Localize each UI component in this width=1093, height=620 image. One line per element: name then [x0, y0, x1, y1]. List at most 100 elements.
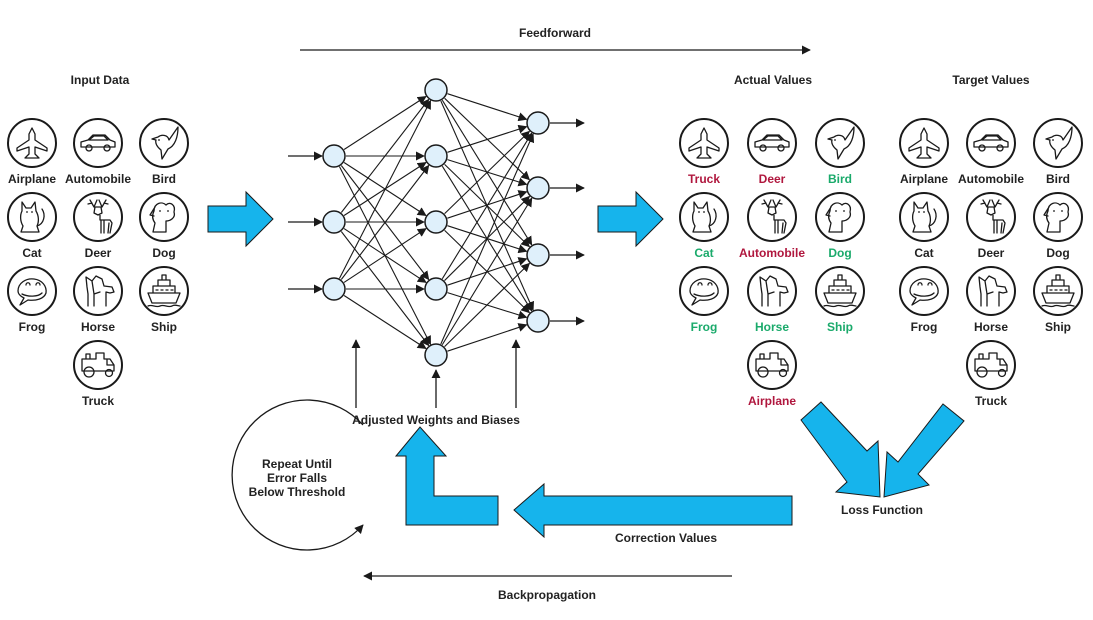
cat-icon — [911, 201, 937, 233]
horse-icon — [978, 275, 1008, 307]
connection — [447, 93, 528, 122]
connection — [444, 130, 531, 215]
icon-circle — [747, 118, 797, 168]
target-item: Dog — [1033, 192, 1083, 260]
connection — [441, 197, 533, 346]
network-connections — [338, 93, 535, 352]
input-item: Automobile — [65, 118, 131, 186]
item-label: Dog — [828, 246, 851, 260]
dog-icon — [825, 202, 852, 233]
neuron-layer-3 — [526, 243, 550, 267]
neural-network — [288, 78, 585, 367]
item-label: Ship — [151, 320, 177, 334]
input-item: Ship — [139, 266, 189, 334]
item-label: Dog — [152, 246, 175, 260]
connection — [340, 164, 430, 280]
icon-circle — [815, 192, 865, 242]
neuron-layer-2 — [424, 277, 448, 301]
input-item: Horse — [73, 266, 123, 334]
airplane-icon — [908, 127, 940, 159]
icon-circle — [899, 118, 949, 168]
input-item: Airplane — [7, 118, 57, 186]
airplane-icon — [16, 127, 48, 159]
item-label: Bird — [828, 172, 852, 186]
item-label: Bird — [152, 172, 176, 186]
icon-circle — [7, 266, 57, 316]
bird-icon — [827, 126, 855, 160]
icon-circle — [139, 266, 189, 316]
return-to-weights-arrow — [394, 426, 499, 526]
connection — [343, 228, 427, 283]
icon-circle — [1033, 118, 1083, 168]
input-item: Bird — [139, 118, 189, 186]
automobile-icon — [80, 134, 116, 152]
icon-circle — [139, 118, 189, 168]
icon-circle — [815, 266, 865, 316]
icon-circle — [747, 192, 797, 242]
ship-icon — [1041, 274, 1075, 308]
neuron-layer-2 — [424, 78, 448, 102]
deer-icon — [761, 199, 787, 234]
actual-item: Frog — [679, 266, 729, 334]
target-item: Truck — [966, 340, 1016, 408]
connection — [447, 124, 528, 153]
icon-circle — [815, 118, 865, 168]
automobile-icon — [754, 134, 790, 152]
automobile-icon — [973, 134, 1009, 152]
neuron-layer-3 — [526, 176, 550, 200]
icon-circle — [139, 192, 189, 242]
icon-circle — [73, 192, 123, 242]
target-item: Ship — [1033, 266, 1083, 334]
connection — [444, 262, 531, 347]
icon-circle — [7, 192, 57, 242]
icon-circle — [966, 266, 1016, 316]
item-label: Airplane — [8, 172, 56, 186]
connection — [343, 295, 427, 349]
neuron-layer-3 — [526, 309, 550, 333]
target-item: Bird — [1033, 118, 1083, 186]
connection — [447, 323, 528, 352]
icon-circle — [1033, 266, 1083, 316]
backpropagation-label: Backpropagation — [498, 588, 596, 602]
target-item: Automobile — [958, 118, 1024, 186]
neuron-layer-1 — [322, 144, 346, 168]
item-label: Deer — [759, 172, 786, 186]
deer-icon — [87, 199, 113, 234]
target-item: Deer — [966, 192, 1016, 260]
item-label: Truck — [688, 172, 720, 186]
horse-icon — [759, 275, 789, 307]
item-label: Frog — [911, 320, 938, 334]
item-label: Horse — [755, 320, 789, 334]
item-label: Truck — [82, 394, 114, 408]
target-item: Horse — [966, 266, 1016, 334]
icon-circle — [966, 340, 1016, 390]
item-label: Horse — [81, 320, 115, 334]
icon-circle — [747, 266, 797, 316]
item-label: Automobile — [65, 172, 131, 186]
cat-icon — [691, 201, 717, 233]
icon-circle — [1033, 192, 1083, 242]
repeat-line-2: Error Falls — [267, 471, 327, 485]
connection — [340, 98, 430, 213]
neuron-layer-1 — [322, 210, 346, 234]
item-label: Cat — [22, 246, 41, 260]
icon-circle — [7, 118, 57, 168]
deer-icon — [980, 199, 1006, 234]
item-label: Cat — [914, 246, 933, 260]
repeat-line-1: Repeat Until — [262, 457, 332, 471]
airplane-icon — [688, 127, 720, 159]
actual-item: Airplane — [747, 340, 797, 408]
actual-item: Dog — [815, 192, 865, 260]
correction-arrow — [513, 482, 793, 539]
icon-circle — [899, 266, 949, 316]
truck-icon — [755, 352, 789, 378]
item-label: Truck — [975, 394, 1007, 408]
actual-values-heading: Actual Values — [734, 73, 812, 87]
icon-circle — [73, 340, 123, 390]
icon-circle — [747, 340, 797, 390]
connection — [441, 132, 533, 280]
item-label: Deer — [85, 246, 112, 260]
neuron-layer-3 — [526, 111, 550, 135]
